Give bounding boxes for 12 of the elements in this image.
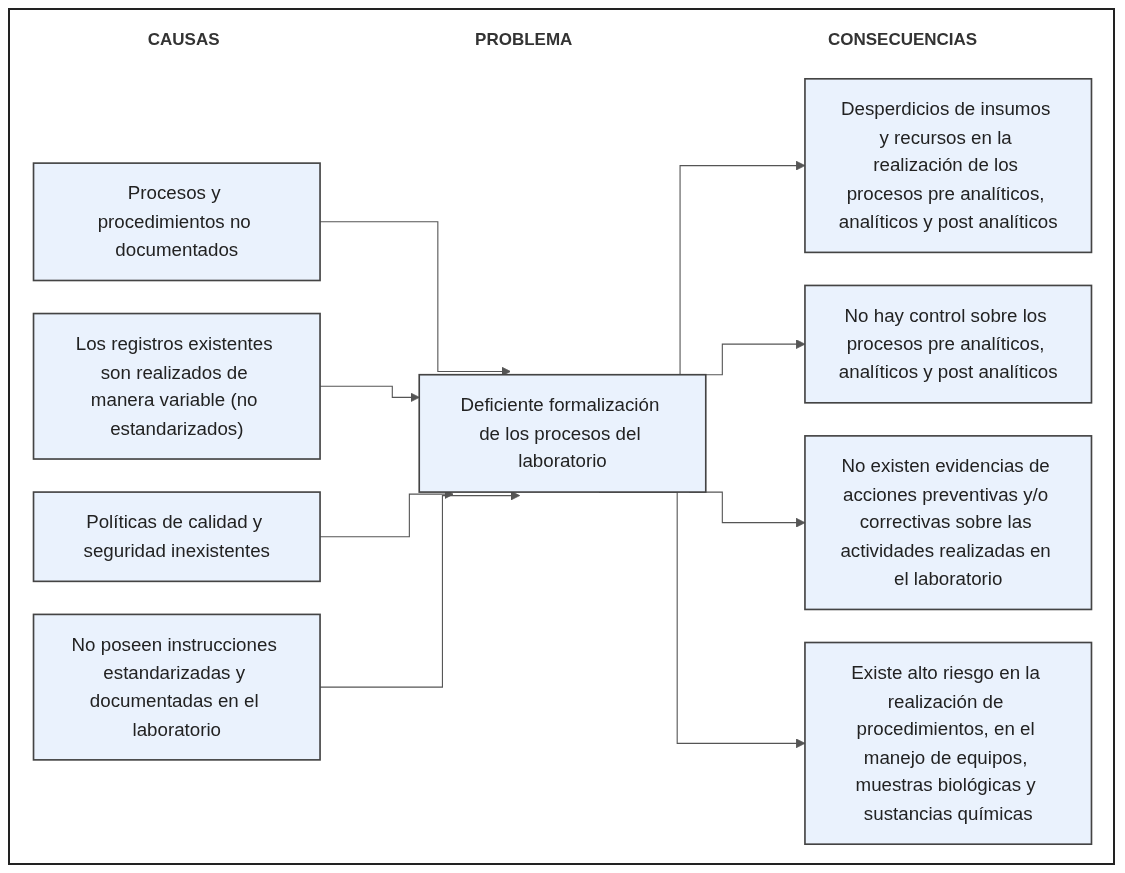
node-box: Procesos y procedimientos no documentados (32, 162, 321, 282)
column-heading: CAUSAS (147, 30, 220, 51)
node-box: No existen evidencias de acciones preventivas y/o correctivas sobre las actividades realizadas en el laboratorio (804, 435, 1093, 611)
node-box: No hay control sobre los procesos pre analíticos, analíticos y post analíticos (804, 284, 1093, 404)
node-box: Los registros existentes son realizados de manera variable (no estandarizados) (32, 312, 321, 460)
node-box: No poseen instrucciones estandarizadas y documentadas en el laboratorio (32, 613, 321, 761)
column-heading: PROBLEMA (475, 30, 573, 51)
node-box: Deficiente formalización de los procesos del laboratorio (418, 373, 707, 493)
node-box: Políticas de calidad y seguridad inexistentes (32, 491, 321, 583)
node-box: Existe alto riesgo en la realización de procedimientos, en el manejo de equipos, muestras biológicas y sustancias químicas (804, 641, 1093, 845)
column-heading: CONSECUENCIAS (827, 30, 978, 51)
node-box: Desperdicios de insumos y recursos en la realización de los procesos pre analíticos, analíticos y post analíticos (804, 78, 1093, 254)
